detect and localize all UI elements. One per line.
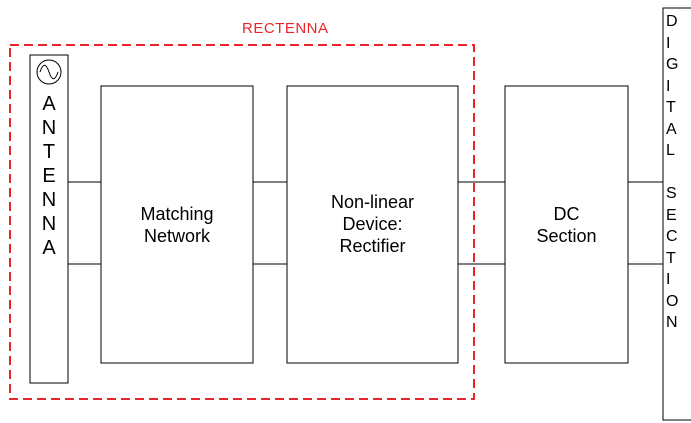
rectifier-line-2: Device: [342,214,403,234]
dc-section-block [504,85,629,364]
matching-network-block [100,85,254,364]
digital-section-letter: N [666,314,678,331]
antenna-letter: A [42,237,56,259]
antenna-letter: N [41,189,57,211]
dc-line-2: Section [536,226,597,246]
digital-section-letter: D [666,13,678,30]
digital-section-letter: A [666,120,677,138]
antenna-letter: N [41,117,57,139]
digital-section-letter: I [666,77,671,95]
rectenna-boundary [9,44,475,400]
digital-section-letter: E [666,206,677,224]
matching-network-label: Matching Network [101,203,253,247]
digital-section-letter [666,162,691,184]
digital-section-letter: I [666,34,671,52]
digital-section-block [662,7,691,421]
rectifier-line-1: Non-linear [330,192,415,212]
dc-section-label: DC Section [505,203,628,247]
rectifier-block [286,85,459,364]
digital-section-letter: T [666,249,676,267]
antenna-letter: A [42,93,56,115]
matching-line-1: Matching [140,204,214,224]
digital-section-letter: S [666,185,677,202]
antenna-letter: E [42,165,56,187]
digital-section-letter: C [666,228,678,245]
digital-section-letter: G [666,56,679,73]
antenna-letter: N [41,213,57,235]
digital-section-letter: L [666,142,675,159]
matching-line-2: Network [143,226,210,246]
dc-line-1: DC [553,204,580,224]
sine-source-icon [36,59,62,85]
connectors [68,181,663,265]
rectifier-line-3: Rectifier [339,236,406,256]
antenna-block [29,54,69,384]
rectifier-label: Non-linear Device: Rectifier [287,191,458,257]
antenna-letter: T [42,141,56,163]
digital-section-letter: T [666,99,676,116]
rectenna-title: RECTENNA [242,20,329,37]
digital-section-letter: I [666,271,671,288]
digital-section-letter: O [666,292,679,310]
